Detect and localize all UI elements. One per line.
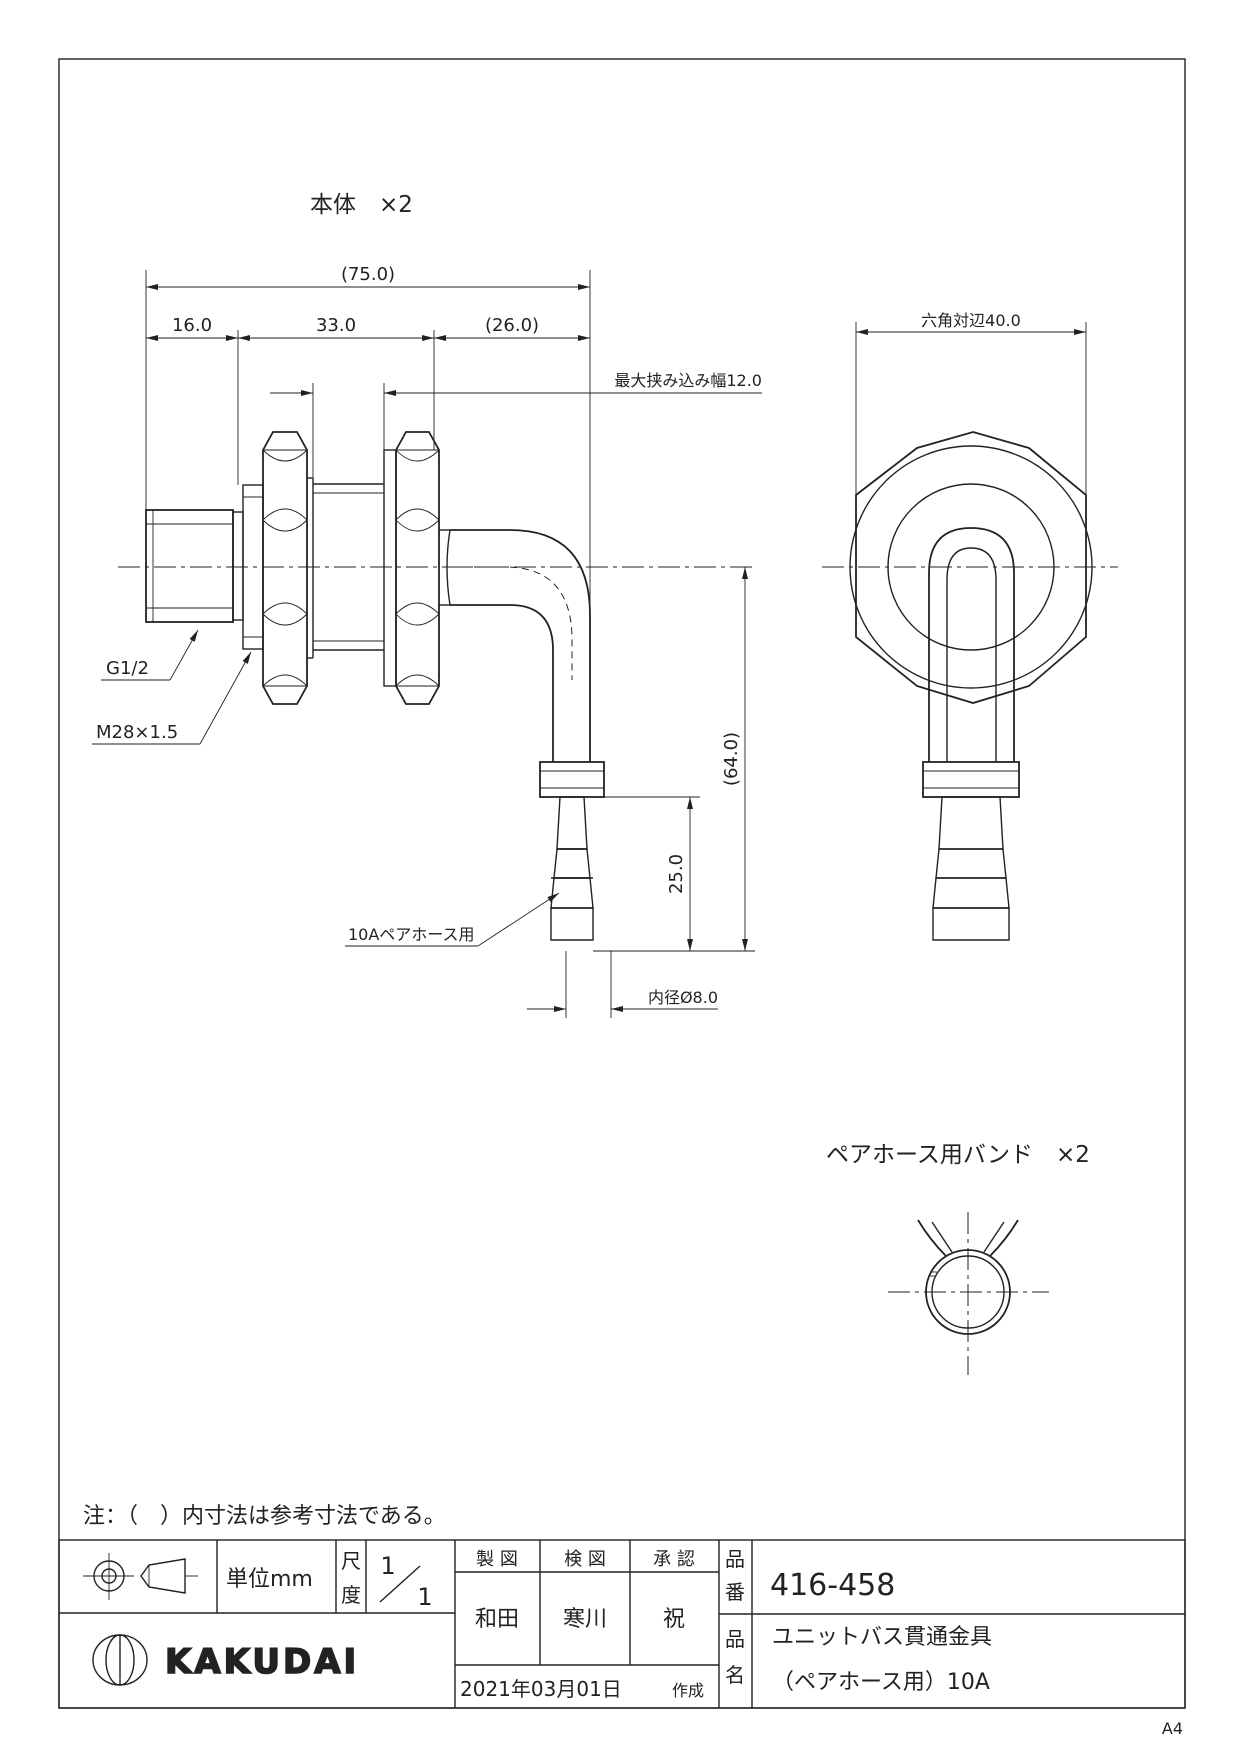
checked-label: 検 図 (564, 1549, 606, 1570)
dim-elbow-length-label: (26.0) (485, 315, 539, 336)
unit-label: 単位mm (226, 1567, 313, 1592)
part-name-line-1: ユニットバス貫通金具 (772, 1625, 992, 1650)
scale-numerator: 1 (380, 1552, 395, 1580)
dim-thread-length-label: 16.0 (172, 315, 212, 336)
made-by: 和田 (475, 1607, 519, 1632)
hex-nut-left (262, 431, 314, 705)
checked-by: 寒川 (563, 1607, 607, 1632)
body-title: 本体 ×2 (310, 192, 413, 218)
hose-nipple-side (539, 761, 605, 941)
kakudai-logo-icon (92, 1634, 148, 1686)
part-name-label-top: 品 (725, 1627, 745, 1651)
title-block: 単位mm 尺 度 1 1 製 図 検 図 承 認 和田 寒川 祝 2021年03… (58, 1539, 1186, 1709)
made-label: 製 図 (476, 1549, 518, 1570)
paper-size: A4 (1162, 1719, 1183, 1738)
band-title: ペアホース用バンド ×2 (826, 1142, 1090, 1168)
dim-height-total-label: (64.0) (721, 732, 742, 786)
dim-hex-across-flats: 六角対辺40.0 (855, 311, 1087, 495)
dim-overall-length: (75.0) (145, 264, 591, 762)
callout-nut-thread: M28×1.5 (92, 651, 252, 745)
scale-slash (379, 1565, 421, 1603)
approved-by: 祝 (663, 1607, 685, 1632)
dim-inner-diameter-label: 内径Ø8.0 (648, 988, 718, 1007)
part-number: 416-458 (770, 1568, 895, 1603)
dim-max-clamp-width-label: 最大挟み込み幅12.0 (614, 371, 762, 390)
third-angle-projection-icon (83, 1553, 198, 1600)
part-no-label-bottom: 番 (725, 1580, 745, 1604)
dim-hose-length-label: 25.0 (666, 854, 687, 894)
dim-hex-across-flats-label: 六角対辺40.0 (921, 311, 1021, 330)
body-tube (313, 483, 384, 651)
callout-thread: G1/2 (101, 629, 199, 681)
hex-nut-right (383, 431, 440, 705)
end-view (822, 431, 1118, 941)
dim-overall-length-label: (75.0) (341, 264, 395, 285)
callout-hose-use-label: 10Aペアホース用 (348, 925, 475, 944)
elbow (439, 529, 591, 762)
part-name-line-2: （ペアホース用）10A (772, 1670, 990, 1695)
dim-hose-length: 25.0 (593, 796, 700, 952)
dim-segments: 16.0 33.0 (26.0) (146, 315, 590, 485)
part-name-label-bottom: 名 (725, 1663, 745, 1687)
drawing-border (58, 58, 1186, 1709)
drawing-date: 2021年03月01日 (460, 1677, 622, 1701)
scale-label-bottom: 度 (341, 1583, 361, 1607)
scale-label-top: 尺 (341, 1549, 361, 1573)
hose-band (888, 1212, 1049, 1375)
dim-body-length-label: 33.0 (316, 315, 356, 336)
approved-label: 承 認 (653, 1549, 695, 1570)
callout-thread-label: G1/2 (106, 658, 149, 679)
scale-denominator: 1 (417, 1583, 432, 1611)
callout-hose-use: 10Aペアホース用 (345, 892, 560, 947)
brand-name: KAKUDAI (165, 1642, 359, 1682)
dim-max-clamp-width: 最大挟み込み幅12.0 (270, 371, 762, 478)
callout-nut-thread-label: M28×1.5 (96, 722, 178, 743)
dim-inner-diameter: 内径Ø8.0 (527, 951, 718, 1018)
created-label: 作成 (672, 1681, 704, 1700)
part-no-label-top: 品 (725, 1547, 745, 1571)
reference-note: 注：（ ）内寸法は参考寸法である。 (83, 1504, 446, 1529)
